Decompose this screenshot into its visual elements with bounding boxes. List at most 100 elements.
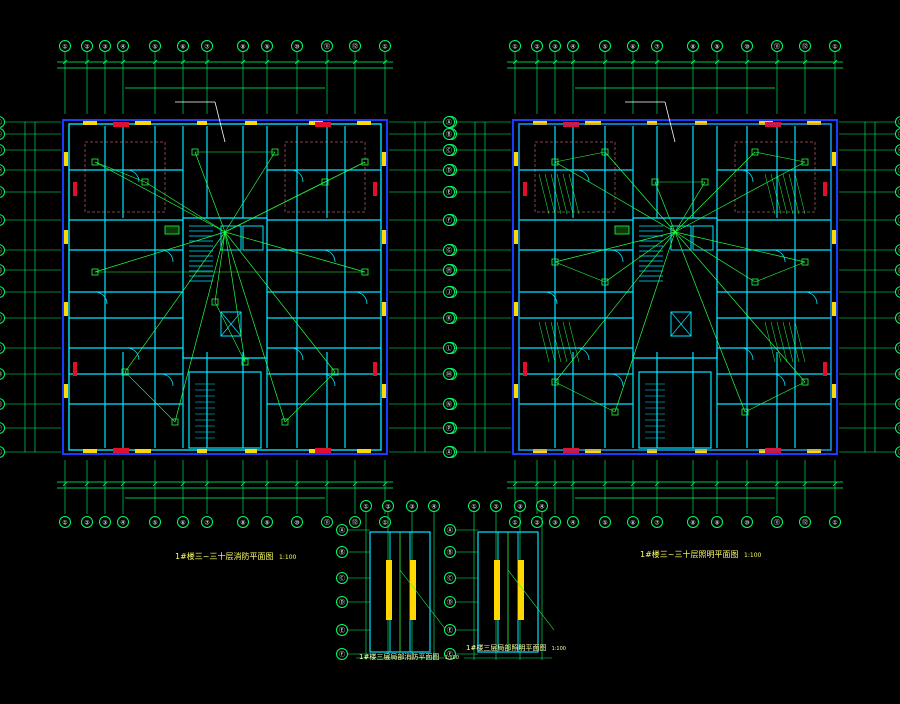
grid-bubble-label: ⑤ <box>152 44 157 51</box>
grid-bubble-label: Ⓓ <box>447 599 453 607</box>
grid-bubble-label: Ⓓ <box>446 167 452 175</box>
leader-line <box>215 102 225 142</box>
grid-bubble-label: ④ <box>539 504 544 511</box>
grid-bubble-label: ⑫ <box>802 43 808 51</box>
fire-door <box>373 362 377 376</box>
window <box>832 230 836 244</box>
leader-line <box>665 102 675 142</box>
window <box>585 121 601 125</box>
window <box>135 121 151 125</box>
door-swing <box>161 374 173 386</box>
window <box>64 384 68 398</box>
hatch-line <box>795 322 805 362</box>
wiring-run <box>225 232 335 372</box>
grid-bubble-label: ① <box>382 44 387 51</box>
grid-bubble-label: Ⓔ <box>0 189 2 197</box>
grid-bubble-label: ⑪ <box>774 43 780 51</box>
window <box>647 121 657 125</box>
grid-bubble-label: ⑨ <box>714 44 719 51</box>
wiring-run <box>615 232 675 412</box>
grid-bubble-label: ⑥ <box>180 44 185 51</box>
wiring-run <box>145 182 225 232</box>
grid-bubble-label: Ⓙ <box>446 289 452 297</box>
fire-door <box>315 448 331 453</box>
wiring-run <box>555 152 605 162</box>
door-swing <box>611 374 623 386</box>
hatch-line <box>557 322 567 362</box>
grid-bubble-label: ② <box>84 44 90 51</box>
fire-door <box>315 122 331 127</box>
grid-bubble-label: ⑥ <box>630 520 635 527</box>
hatch-line <box>563 322 573 362</box>
grid-bubble-label: ③ <box>552 520 557 527</box>
room-boundary <box>85 142 165 212</box>
grid-bubble-label: ③ <box>102 520 107 527</box>
wiring-run <box>605 232 675 282</box>
grid-bubble-label: Ⓐ <box>0 449 2 457</box>
wiring-run <box>655 182 675 232</box>
grid-bubble-label: ⑨ <box>714 520 719 527</box>
grid-bubble-label: ① <box>471 504 476 511</box>
hatch-line <box>539 322 549 362</box>
hatch-line <box>551 174 561 214</box>
grid-bubble-label: ① <box>382 520 387 527</box>
grid-bubble-label: Ⓔ <box>446 189 452 197</box>
grid-bubble-label: Ⓐ <box>339 527 345 535</box>
wiring-run <box>215 232 225 302</box>
window <box>83 121 97 125</box>
grid-bubble-label: ⑩ <box>744 44 749 51</box>
wiring-run <box>755 152 805 162</box>
wiring-run <box>555 382 615 412</box>
grid-bubble-label: Ⓛ <box>446 345 452 353</box>
window <box>197 121 207 125</box>
grid-bubble-label: Ⓒ <box>447 575 453 583</box>
door-swing <box>323 374 335 386</box>
grid-bubble-label: ⑦ <box>654 520 660 527</box>
detail-left-scale: 1:100 <box>445 655 459 661</box>
fire-door <box>113 122 129 127</box>
grid-bubble-label: ① <box>512 520 517 527</box>
fire-door <box>765 122 781 127</box>
hatch-line <box>795 174 805 214</box>
grid-bubble-label: ④ <box>120 520 125 527</box>
left-plan-scale: 1:100 <box>279 554 296 561</box>
grid-bubble-label: ③ <box>102 44 107 51</box>
window <box>83 449 97 453</box>
fire-door <box>113 448 129 453</box>
grid-bubble-label: ⑩ <box>744 520 749 527</box>
window <box>382 302 386 316</box>
grid-bubble-label: ④ <box>120 44 125 51</box>
grid-bubble-label: ④ <box>431 504 436 511</box>
window <box>245 121 257 125</box>
fire-door <box>823 182 827 196</box>
fire-door <box>373 182 377 196</box>
grid-bubble-label: ④ <box>570 44 575 51</box>
grid-bubble-label: ⑩ <box>294 44 299 51</box>
grid-bubble-label: Ⓐ <box>446 119 452 127</box>
door-swing <box>773 374 785 386</box>
grid-bubble-label: ⑫ <box>352 43 358 51</box>
grid-bubble-label: Ⓟ <box>0 425 2 433</box>
grid-bubble-label: Ⓕ <box>339 651 345 659</box>
hatch-line <box>777 322 787 362</box>
door-swing <box>805 292 817 304</box>
grid-bubble-label: ⑦ <box>204 44 210 51</box>
grid-bubble-label: ⑨ <box>264 520 269 527</box>
fire-door <box>73 362 77 376</box>
window <box>382 152 386 166</box>
grid-bubble-label: Ⓐ <box>447 527 453 535</box>
wiring-run <box>675 162 805 232</box>
hatch-line <box>783 322 793 362</box>
window <box>197 449 207 453</box>
detail-right-title: 1#楼三层局部照明平面图 1:100 <box>466 643 566 653</box>
core-wall <box>183 218 267 358</box>
grid-bubble-label: Ⓝ <box>0 401 2 409</box>
grid-bubble-label: ⑨ <box>264 44 269 51</box>
window <box>357 449 371 453</box>
window <box>585 449 601 453</box>
window <box>514 152 518 166</box>
door-swing <box>355 292 367 304</box>
fire-door <box>823 362 827 376</box>
grid-bubble-label: Ⓖ <box>446 247 452 255</box>
window <box>514 384 518 398</box>
